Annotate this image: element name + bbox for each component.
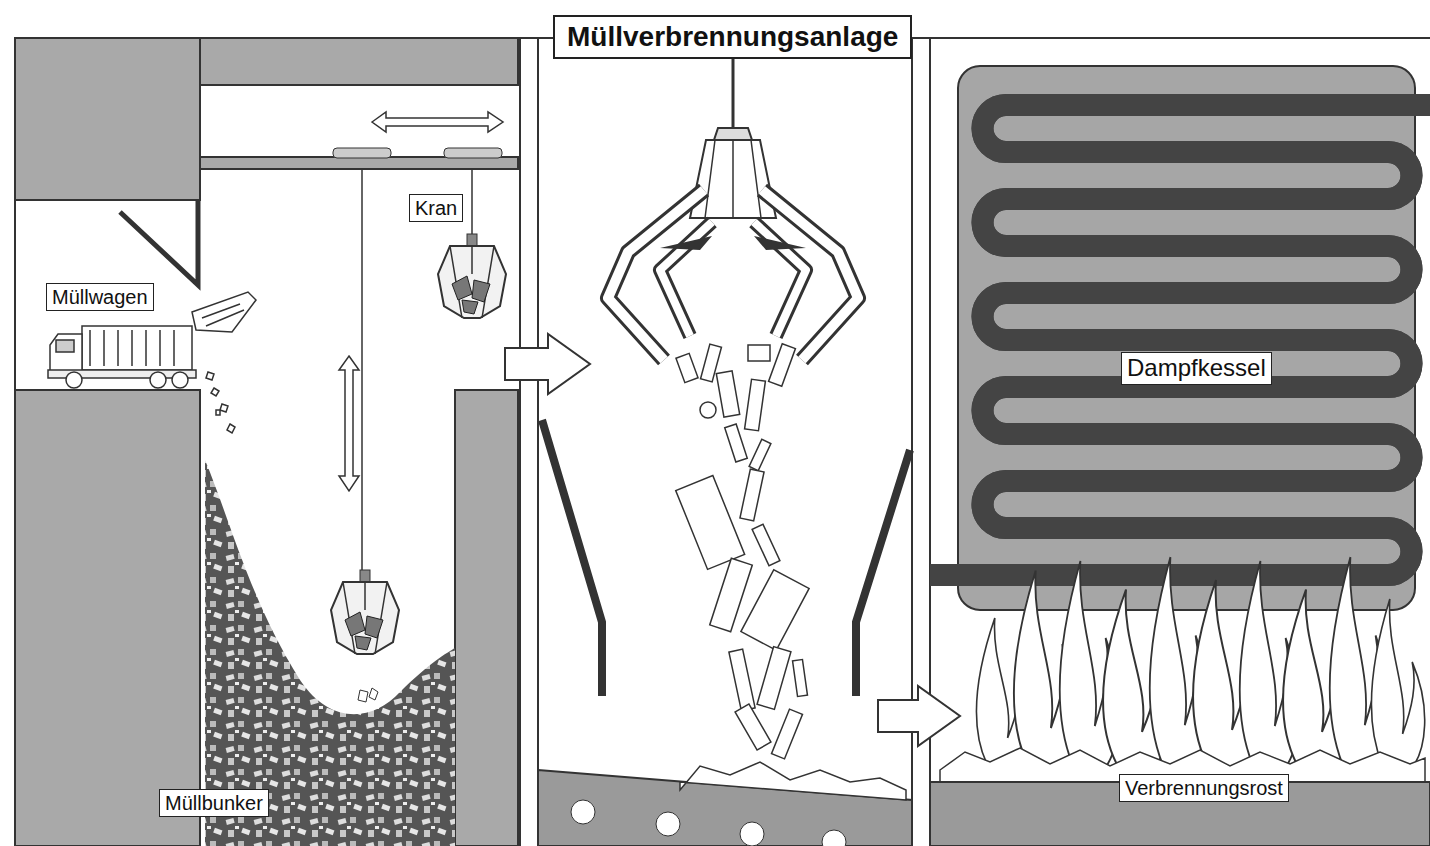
diagram-title: Müllverbrennungsanlage: [553, 15, 912, 59]
part-label: Kran: [409, 194, 463, 222]
part-label: Müllwagen: [46, 283, 154, 311]
part-label: Verbrennungsrost: [1119, 774, 1289, 802]
part-label: Dampfkessel: [1121, 352, 1272, 385]
part-label: Müllbunker: [159, 789, 269, 817]
truck: [48, 292, 256, 433]
